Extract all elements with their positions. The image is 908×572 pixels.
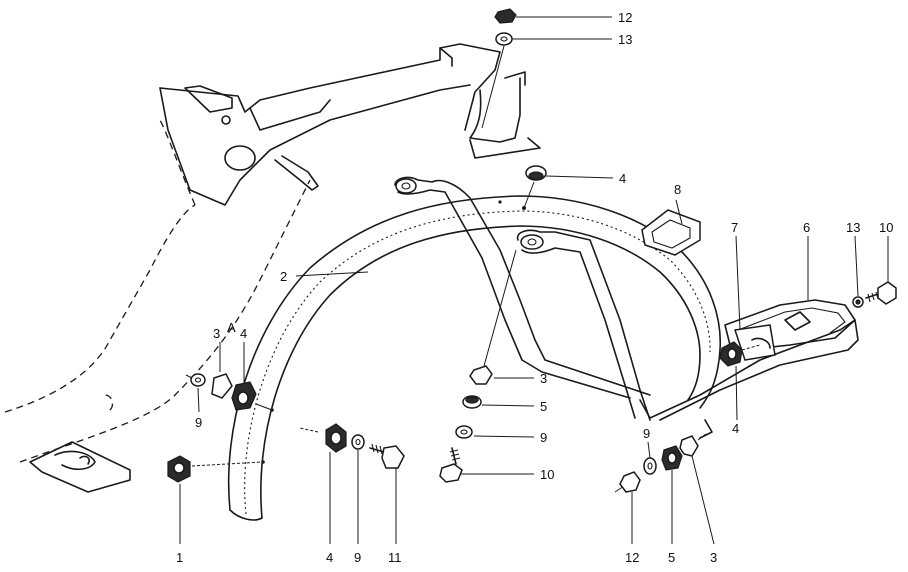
- callout-5-bottom: 5: [668, 550, 675, 565]
- callout-6: 6: [803, 220, 810, 235]
- callout-4-top: 4: [619, 171, 626, 186]
- callout-11: 11: [388, 550, 402, 565]
- callout-7: 7: [731, 220, 738, 235]
- callout-10-right: 10: [879, 220, 893, 235]
- callout-9-left: 9: [195, 415, 202, 430]
- rear-carrier-stay: [394, 176, 859, 439]
- hardware-mid: [439, 249, 517, 483]
- callout-12-top: 12: [618, 10, 632, 25]
- callout-13-top: 13: [618, 32, 632, 47]
- callout-3-mid: 3: [540, 371, 547, 386]
- callout-13-right: 13: [846, 220, 860, 235]
- hardware-right-bottom: [614, 433, 707, 493]
- callout-4-bottom: 4: [326, 550, 333, 565]
- callout-4-right: 4: [732, 421, 739, 436]
- callout-1: 1: [176, 550, 183, 565]
- rear-fender: [227, 195, 722, 521]
- callout-9-right-bottom: 9: [643, 426, 650, 441]
- callout-A: A: [227, 320, 236, 335]
- callout-2: 2: [280, 269, 287, 284]
- callout-10-mid: 10: [540, 467, 554, 482]
- frame-bottom-bracket: [29, 441, 131, 493]
- callout-leaders: [179, 16, 889, 545]
- hardware-fender-bolt: [299, 423, 405, 469]
- callout-3-bottom: 3: [710, 550, 717, 565]
- callout-12-bottom: 12: [625, 550, 639, 565]
- callout-9-bottom: 9: [354, 550, 361, 565]
- callout-4-left: 4: [240, 326, 247, 341]
- frame-main-tube: [159, 43, 541, 206]
- callout-labels: 12 13 4 8 7 6 13 10 2 3 A 4 9 3 5 9 10 4…: [176, 10, 893, 565]
- hardware-left: [167, 373, 274, 483]
- callout-8: 8: [674, 182, 681, 197]
- frame-outline: [4, 119, 311, 463]
- callout-9-mid: 9: [540, 430, 547, 445]
- reflector-plate: [641, 209, 701, 256]
- hardware-top: [481, 8, 547, 209]
- callout-3-left: 3: [213, 326, 220, 341]
- rear-rack-plate: [724, 299, 856, 361]
- hardware-rack-right: [719, 281, 897, 367]
- callout-5-mid: 5: [540, 399, 547, 414]
